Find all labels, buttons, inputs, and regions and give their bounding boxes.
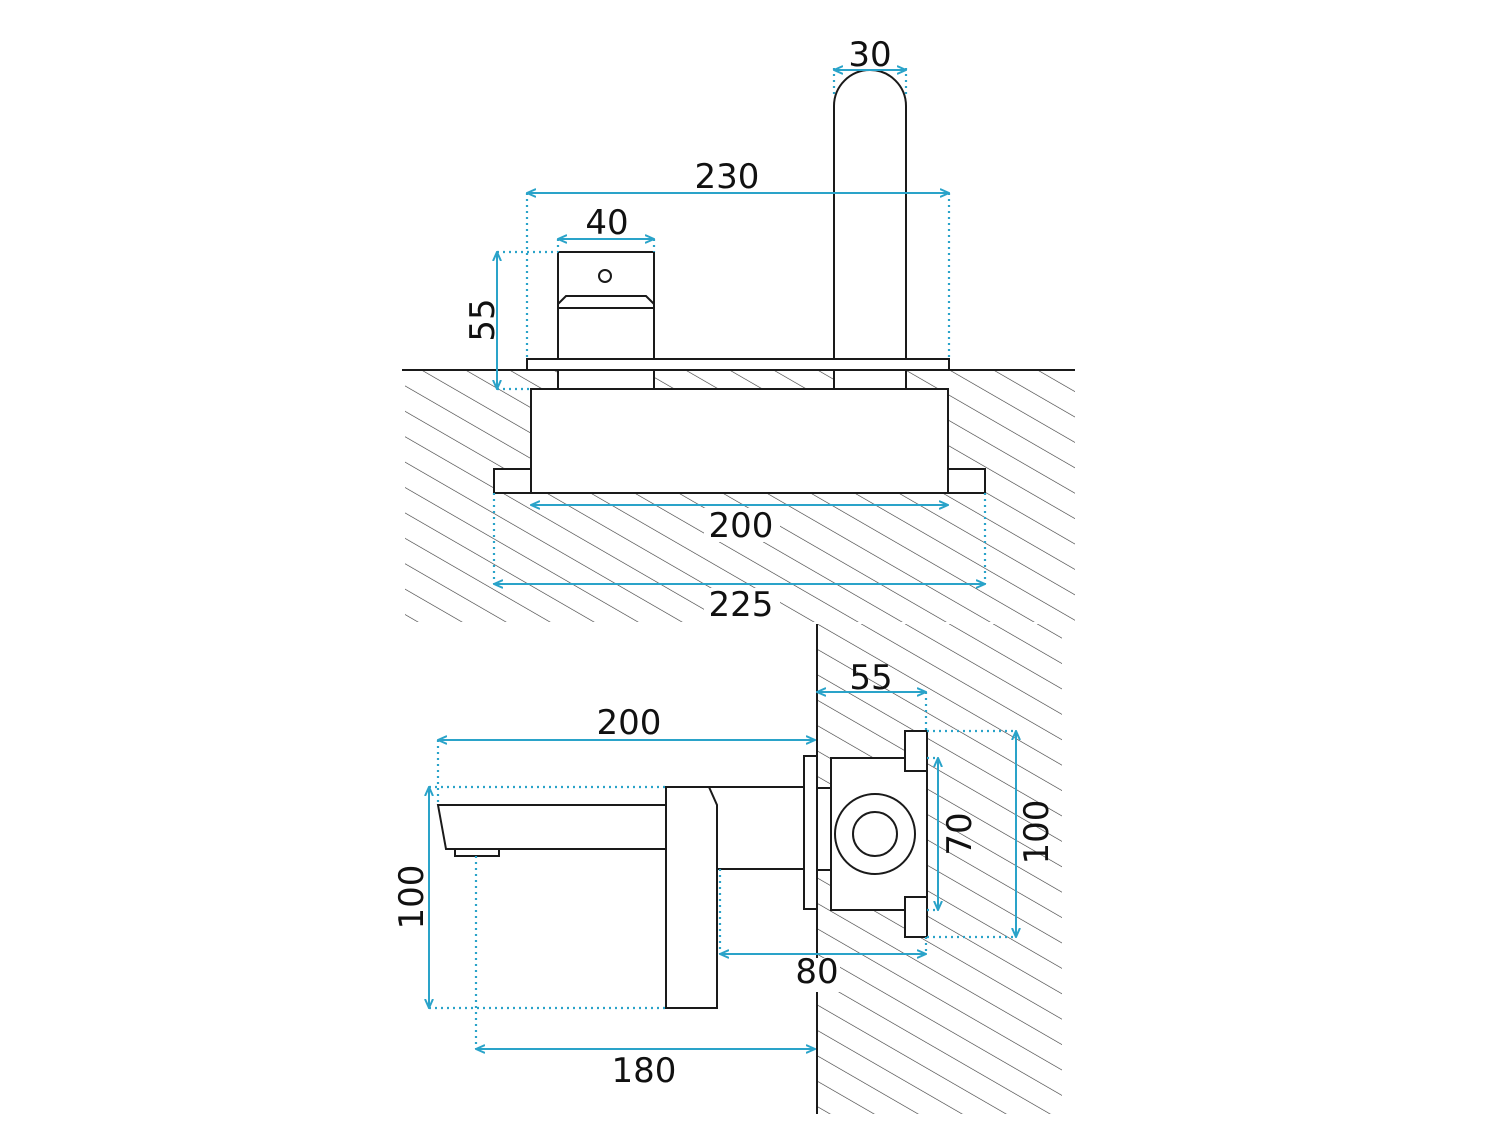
dim-outlet-reach: 180 <box>612 1051 677 1091</box>
concealed-box <box>530 388 949 494</box>
top-view: 30 230 40 55 200 225 <box>402 35 1075 625</box>
dim-body-height: 70 <box>940 812 980 855</box>
valve-bottom-lug <box>904 896 928 938</box>
dim-handle-height: 55 <box>463 298 503 341</box>
dim-plate-height: 100 <box>1017 800 1057 865</box>
label-mask <box>704 508 780 542</box>
aerator <box>454 848 500 857</box>
dim-handle-width: 40 <box>585 203 628 243</box>
handle-indicator-dot <box>598 269 612 283</box>
side-view: 55 200 70 100 100 80 180 <box>392 624 1062 1114</box>
lever-cap <box>707 786 805 870</box>
spout-body <box>833 69 907 360</box>
handle-neck <box>557 369 655 390</box>
dim-wall-depth: 55 <box>849 658 892 698</box>
valve-cartridge-inner <box>852 811 898 857</box>
dim-plate-width: 225 <box>709 585 774 625</box>
spout-neck <box>833 369 907 390</box>
valve-top-lug <box>904 730 928 772</box>
handle-body <box>557 251 655 360</box>
valve-neck <box>816 787 832 871</box>
dim-spout-reach: 200 <box>597 703 662 743</box>
label-mask <box>704 588 780 622</box>
escutcheon-plate <box>803 755 818 910</box>
label-mask <box>794 958 840 992</box>
dim-box-width: 200 <box>709 506 774 546</box>
lever-handle <box>665 786 718 1009</box>
dim-overall-width: 230 <box>695 157 760 197</box>
side-spout <box>436 804 667 850</box>
dim-spout-height: 100 <box>392 865 432 930</box>
cover-plate <box>526 358 950 371</box>
handle-lever-edge <box>557 295 655 305</box>
dim-spout-width: 30 <box>848 35 891 75</box>
dim-body-depth: 80 <box>795 952 838 992</box>
